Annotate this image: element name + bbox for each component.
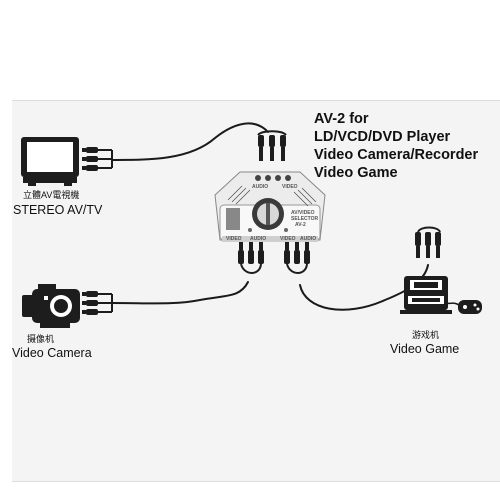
switch-bottom-label-2: AUDIO [250, 236, 266, 242]
switch-bottom-plugs [238, 242, 310, 274]
switch-top-plugs [257, 130, 287, 161]
tv-en-label: STEREO AV/TV [13, 203, 103, 217]
camera-rca-plugs [82, 291, 113, 315]
switch-front-label-3: AV-2 [295, 222, 306, 228]
camera-en-label: Video Camera [12, 346, 92, 360]
video-camera-icon [22, 284, 80, 328]
av-switch-box: AUDIO VIDEO AV/VIDEO SELECTOR AV-2 VIDEO… [214, 171, 326, 242]
title-line-1: AV-2 for [314, 111, 369, 127]
camera-cn-label: 摄像机 [27, 334, 55, 344]
switch-top-label-video: VIDEO [282, 184, 298, 190]
game-en-label: Video Game [390, 342, 460, 356]
game-console-icon [400, 276, 452, 314]
switch-top-label-audio: AUDIO [252, 184, 268, 190]
indicator-led-right [284, 228, 288, 232]
cable-camera-to-switch [111, 281, 249, 305]
switch-grilles [227, 185, 317, 207]
game-controller-icon [458, 300, 482, 314]
title-line-2: LD/VCD/DVD Player [314, 129, 451, 145]
switch-top-jacks [255, 175, 291, 181]
title-line-4: Video Game [314, 165, 398, 181]
cable-tv-to-switch [111, 122, 269, 161]
switch-brand-badge [226, 208, 240, 230]
switch-bottom-label-3: VIDEO [280, 236, 296, 242]
indicator-led-left [248, 228, 252, 232]
tv-icon [21, 137, 79, 186]
product-title: AV-2 for LD/VCD/DVD Player Video Camera/… [314, 110, 478, 182]
tv-rca-plugs [82, 147, 113, 171]
switch-bottom-label-4: AUDIO [300, 236, 316, 242]
switch-front-label-1: AV/VIDEO [291, 210, 315, 216]
game-console-plugs [415, 226, 441, 258]
switch-bottom-label-1: VIDEO [226, 236, 242, 242]
tv-cn-label: 立體AV電視機 [23, 190, 80, 200]
switch-front-label-2: SELECTOR [291, 216, 319, 222]
title-line-3: Video Camera/Recorder [314, 147, 479, 163]
game-cn-label: 游戏机 [412, 330, 440, 340]
